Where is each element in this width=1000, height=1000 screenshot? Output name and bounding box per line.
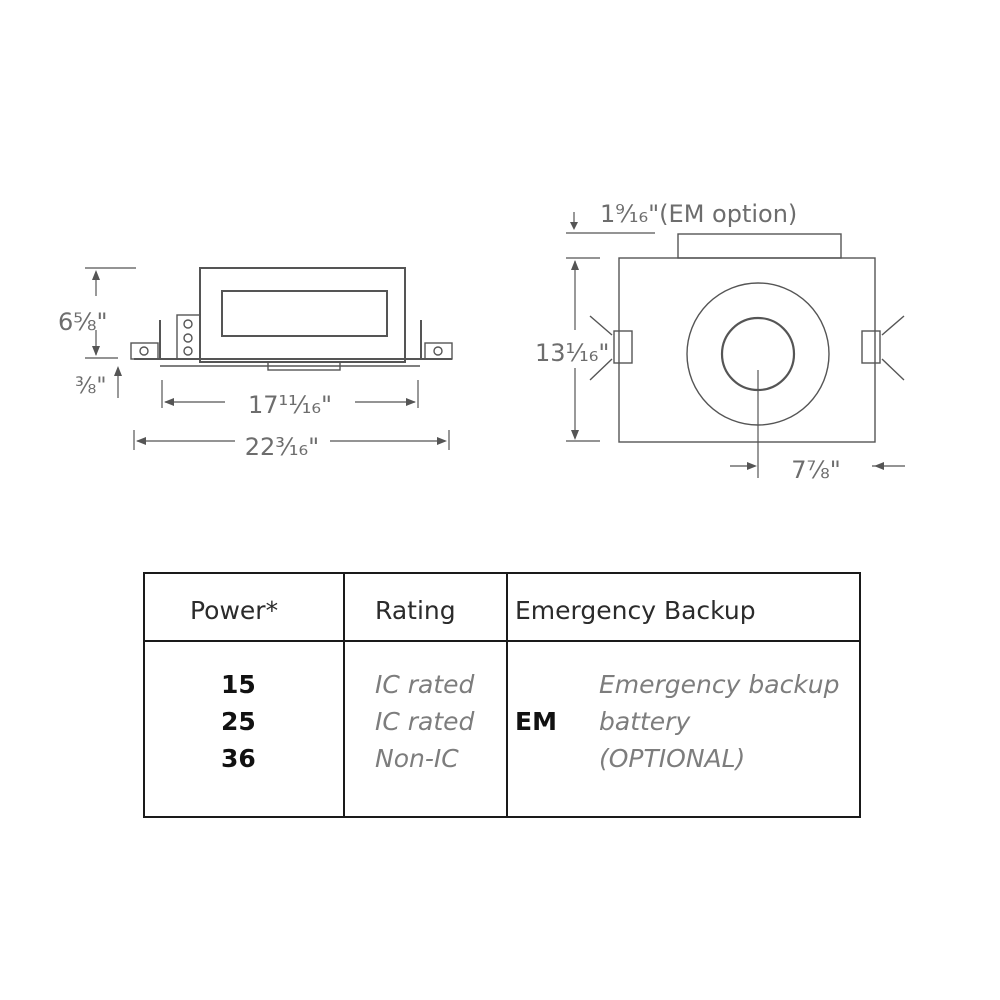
left-bracket-screw: [139, 346, 149, 356]
top-height-label: 13¹⁄₁₆": [535, 339, 609, 367]
side-view-arrowheads: [92, 270, 447, 445]
right-clip: [861, 330, 881, 364]
em-code: EM: [515, 707, 557, 736]
housing-body: [199, 267, 406, 363]
rating-value-3: Non-IC: [375, 744, 459, 773]
em-description-line-1: Emergency backup: [599, 670, 840, 699]
trim-bottom: [267, 361, 341, 371]
em-box: [677, 233, 842, 259]
right-bracket-screw: [433, 346, 443, 356]
dimension-drawing: 6⅝" ⅜" 17¹¹⁄₁₆" 22³⁄₁₆" 1: [58, 200, 905, 484]
knockout-2: [183, 333, 193, 343]
header-power: Power*: [190, 596, 279, 625]
em-description-line-3: (OPTIONAL): [599, 744, 746, 773]
rating-value-1: IC rated: [375, 670, 475, 699]
power-value-36: 36: [221, 744, 256, 773]
power-value-15: 15: [221, 670, 256, 699]
knockout-1: [183, 319, 193, 329]
side-flange-label: ⅜": [75, 374, 106, 399]
top-view-arrowheads: [570, 222, 884, 470]
column-divider-1: [343, 574, 345, 816]
column-divider-2: [506, 574, 508, 816]
rating-value-2: IC rated: [375, 707, 475, 736]
left-bracket: [130, 342, 159, 360]
power-value-25: 25: [221, 707, 256, 736]
top-half-width-label: 7⅞": [791, 456, 841, 484]
side-height-label: 6⅝": [58, 308, 108, 336]
knockout-3: [183, 346, 193, 356]
top-view-dimensions: [566, 212, 905, 478]
spec-table: Power* Rating Emergency Backup 15 25 36 …: [143, 572, 861, 818]
top-view: [589, 233, 905, 443]
housing-inner-panel: [221, 290, 388, 337]
right-bracket: [424, 342, 453, 360]
header-emergency-backup: Emergency Backup: [515, 596, 756, 625]
top-frame: [618, 257, 876, 443]
side-inner-width-label: 17¹¹⁄₁₆": [248, 391, 332, 419]
em-description-line-2: battery: [599, 707, 691, 736]
side-view: [130, 267, 453, 371]
side-overall-width-label: 22³⁄₁₆": [245, 433, 319, 461]
left-clip: [613, 330, 633, 364]
header-rating: Rating: [375, 596, 456, 625]
side-view-dimensions: [85, 267, 450, 450]
header-divider: [145, 640, 859, 642]
em-option-label: 1⁹⁄₁₆"(EM option): [600, 200, 797, 228]
junction-box: [176, 314, 201, 360]
